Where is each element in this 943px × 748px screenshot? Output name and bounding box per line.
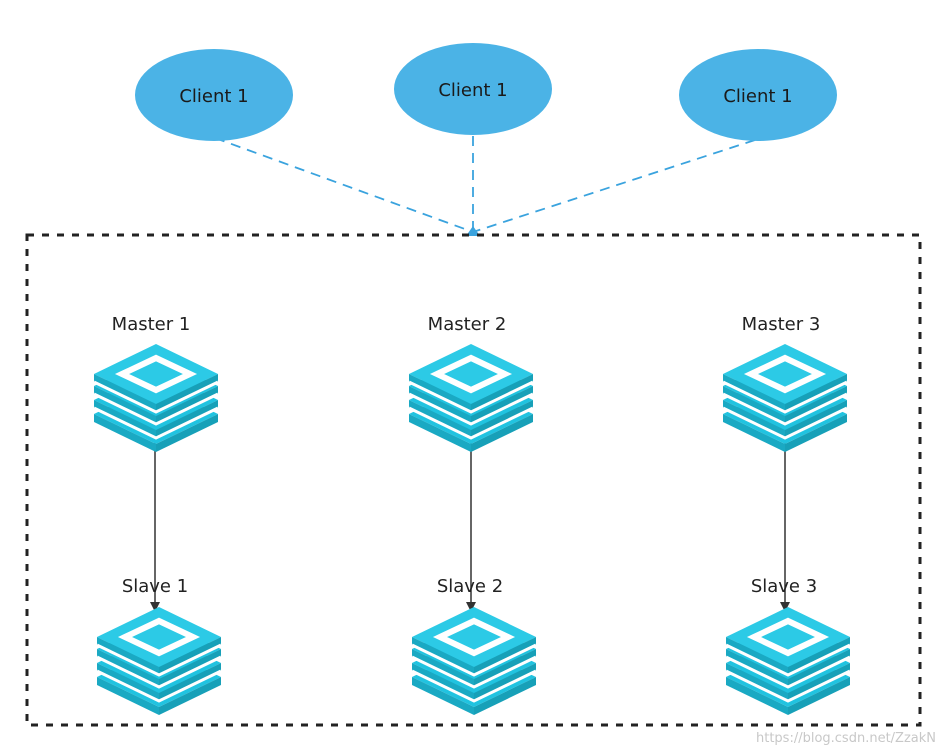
redis-stack-icon [94, 344, 218, 452]
cluster-frame [25, 233, 922, 727]
watermark: https://blog.csdn.net/ZzakN [756, 731, 936, 746]
client-2: Client 1 [394, 43, 552, 135]
master-1-label: Master 1 [112, 314, 191, 335]
master-3-label: Master 3 [742, 314, 821, 335]
replication-arrows [150, 442, 790, 612]
redis-stack-icon [723, 344, 847, 452]
connector-client-3 [472, 139, 756, 233]
slave-3-label: Slave 3 [751, 576, 817, 597]
slave-2: Slave 2 [412, 576, 536, 715]
client-3-label: Client 1 [723, 86, 792, 107]
redis-stack-icon [97, 607, 221, 715]
connector-junction-icon [466, 226, 480, 236]
redis-stack-icon [412, 607, 536, 715]
master-2-label: Master 2 [428, 314, 507, 335]
slave-2-label: Slave 2 [437, 576, 503, 597]
connector-client-1 [214, 137, 474, 233]
client-connectors [214, 136, 756, 236]
redis-stack-icon [409, 344, 533, 452]
master-1: Master 1 [94, 314, 218, 452]
client-3: Client 1 [679, 49, 837, 141]
redis-stack-icon [726, 607, 850, 715]
client-2-label: Client 1 [438, 80, 507, 101]
slave-1-label: Slave 1 [122, 576, 188, 597]
slave-1: Slave 1 [97, 576, 221, 715]
master-3: Master 3 [723, 314, 847, 452]
client-1: Client 1 [135, 49, 293, 141]
client-1-label: Client 1 [179, 86, 248, 107]
master-2: Master 2 [409, 314, 533, 452]
slave-3: Slave 3 [726, 576, 850, 715]
